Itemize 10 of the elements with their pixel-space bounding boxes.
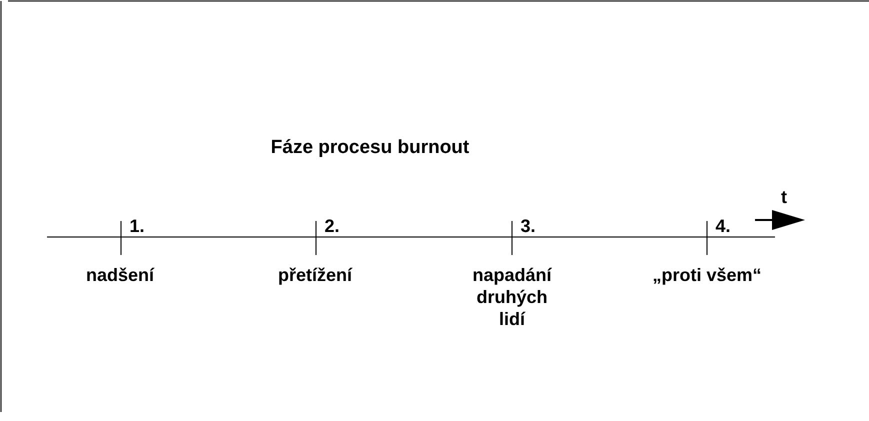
phase-number: 4. bbox=[714, 215, 732, 237]
phase-label: přetížení bbox=[276, 264, 354, 286]
phase-number: 3. bbox=[519, 215, 536, 237]
phase-number: 2. bbox=[323, 215, 340, 237]
phase-number: 1. bbox=[128, 215, 146, 237]
phase-label: napadání druhých lidí bbox=[471, 264, 553, 330]
diagram-title: Fáze procesu burnout bbox=[270, 137, 470, 159]
phase-label: nadšení bbox=[84, 264, 156, 286]
phase-label: „proti všem“ bbox=[651, 264, 763, 286]
axis-label: t bbox=[780, 186, 788, 208]
